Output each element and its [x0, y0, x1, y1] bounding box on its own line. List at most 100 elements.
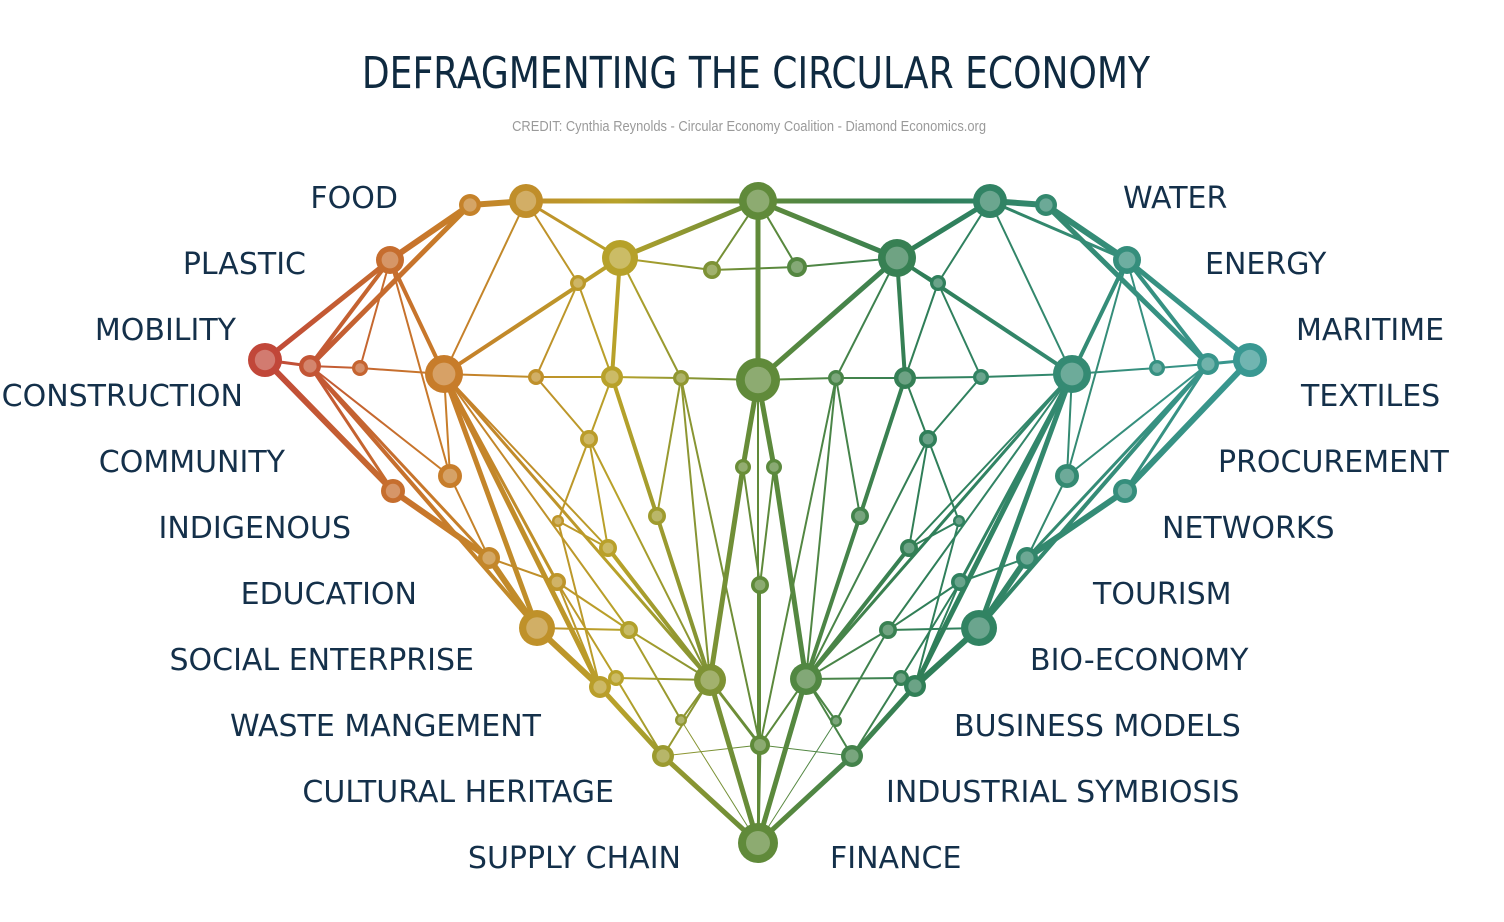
diamond-node-core [831, 373, 841, 383]
diamond-node-core [432, 362, 456, 386]
diamond-edge [707, 677, 761, 846]
diamond-node-core [651, 510, 663, 522]
diamond-edge [858, 376, 907, 518]
diamond-edge [804, 546, 911, 681]
diamond-edge [488, 557, 558, 583]
label-bio-economy: BIO-ECONOMY [1030, 643, 1249, 678]
label-education: EDUCATION [241, 577, 417, 612]
diamond-node-core [832, 717, 840, 725]
diamond-node-core [656, 749, 670, 763]
diamond-node-core [1039, 198, 1053, 212]
label-construction: CONSTRUCTION [2, 379, 243, 414]
diamond-node-core [554, 517, 562, 525]
diamond-edge [835, 629, 889, 722]
diamond-edge [804, 514, 862, 681]
diamond-edge [771, 464, 809, 682]
diamond-node-core [623, 624, 635, 636]
diamond-nodes [248, 182, 1267, 863]
diamond-edge [610, 375, 659, 518]
diamond-node-core [746, 831, 770, 855]
diamond-edge [308, 364, 395, 493]
diamond-edge [914, 520, 960, 687]
diamond-node-core [791, 261, 803, 273]
diamond-edge [262, 257, 393, 363]
diamond-edge [389, 259, 451, 477]
diamond-node-core [845, 749, 859, 763]
diamond-edges [262, 198, 1253, 846]
label-social-enterprise: SOCIAL ENTERPRISE [169, 643, 474, 678]
diamond-node-core [976, 372, 986, 382]
diamond-edge [849, 683, 918, 759]
diamond-node-core [908, 679, 922, 693]
diamond-edge [660, 753, 761, 846]
diamond-node-core [1152, 363, 1162, 373]
diamond-edge [442, 372, 712, 682]
label-food: FOOD [310, 181, 398, 216]
diamond-node-core [605, 370, 619, 384]
label-supply-chain: SUPPLY CHAIN [468, 841, 681, 876]
diamond-edge [937, 282, 982, 378]
diamond-edge [904, 376, 982, 379]
diamond-edge [680, 377, 711, 681]
diamond-node-core [1059, 468, 1075, 484]
diamond-node-core [526, 617, 548, 639]
diamond-edge [927, 376, 982, 440]
diamond-node-core [744, 366, 772, 394]
diamond-edge [615, 677, 664, 757]
diamond-node-core [885, 246, 909, 270]
diamond-edge [887, 373, 1073, 631]
label-finance: FINANCE [830, 841, 961, 876]
diamond-edge [524, 199, 622, 260]
diamond-node-core [1239, 349, 1261, 371]
diamond-edge [927, 438, 960, 522]
diamond-edge [656, 377, 682, 517]
diamond-edge [759, 377, 837, 746]
diamond-node-core [754, 739, 766, 751]
right-labels: WATER ENERGY MARITIME TEXTILES PROCUREME… [830, 181, 1450, 876]
diamond-edge [556, 581, 630, 631]
diamond-node-core [1201, 357, 1215, 371]
label-mobility: MOBILITY [95, 313, 237, 348]
diamond-edge [914, 581, 961, 687]
diamond-edge [976, 371, 1075, 631]
label-cultural-heritage: CULTURAL HERITAGE [302, 775, 614, 810]
diamond-edge [887, 581, 961, 631]
left-labels: FOOD PLASTIC MOBILITY CONSTRUCTION COMMU… [2, 181, 681, 876]
diamond-edge [804, 372, 1074, 681]
diamond-edge [619, 257, 682, 379]
diamond-edge [1122, 357, 1253, 494]
diamond-edge [443, 200, 527, 375]
diamond-edge [1066, 363, 1209, 477]
diamond-edge [359, 259, 391, 369]
label-business-models: BUSINESS MODELS [954, 709, 1241, 744]
diamond-node-core [677, 716, 685, 724]
diamond-node-core [583, 433, 595, 445]
diamond-node-core [1117, 483, 1133, 499]
diamond-node-core [706, 264, 718, 276]
diamond-edge [757, 720, 837, 844]
diamond-edge [912, 371, 1075, 689]
diamond-node-core [254, 349, 276, 371]
label-plastic: PLASTIC [183, 247, 306, 282]
diamond-node-core [531, 372, 541, 382]
label-community: COMMUNITY [99, 445, 286, 480]
diamond-node-core [968, 617, 990, 639]
diamond-edge [835, 257, 898, 379]
diamond-node-core [482, 551, 496, 565]
diamond-edge [611, 376, 682, 379]
diamond-edge [1125, 258, 1210, 366]
diamond-edge [1043, 202, 1211, 367]
diamond-edge [662, 744, 761, 757]
diamond-node-core [746, 189, 770, 213]
page-title: DEFRAGMENTING THE CIRCULAR ECONOMY [361, 48, 1151, 99]
diamond-node-core [954, 576, 966, 588]
diamond-edge [588, 438, 711, 681]
diamond-node-core [955, 517, 963, 525]
diamond-edge [851, 677, 902, 757]
diamond-edge [610, 256, 622, 379]
label-water: WATER [1123, 181, 1227, 216]
diamond-edge [309, 365, 451, 477]
diamond-edge [535, 282, 579, 378]
diamond-node-core [385, 483, 401, 499]
diamond-node-core [676, 373, 686, 383]
